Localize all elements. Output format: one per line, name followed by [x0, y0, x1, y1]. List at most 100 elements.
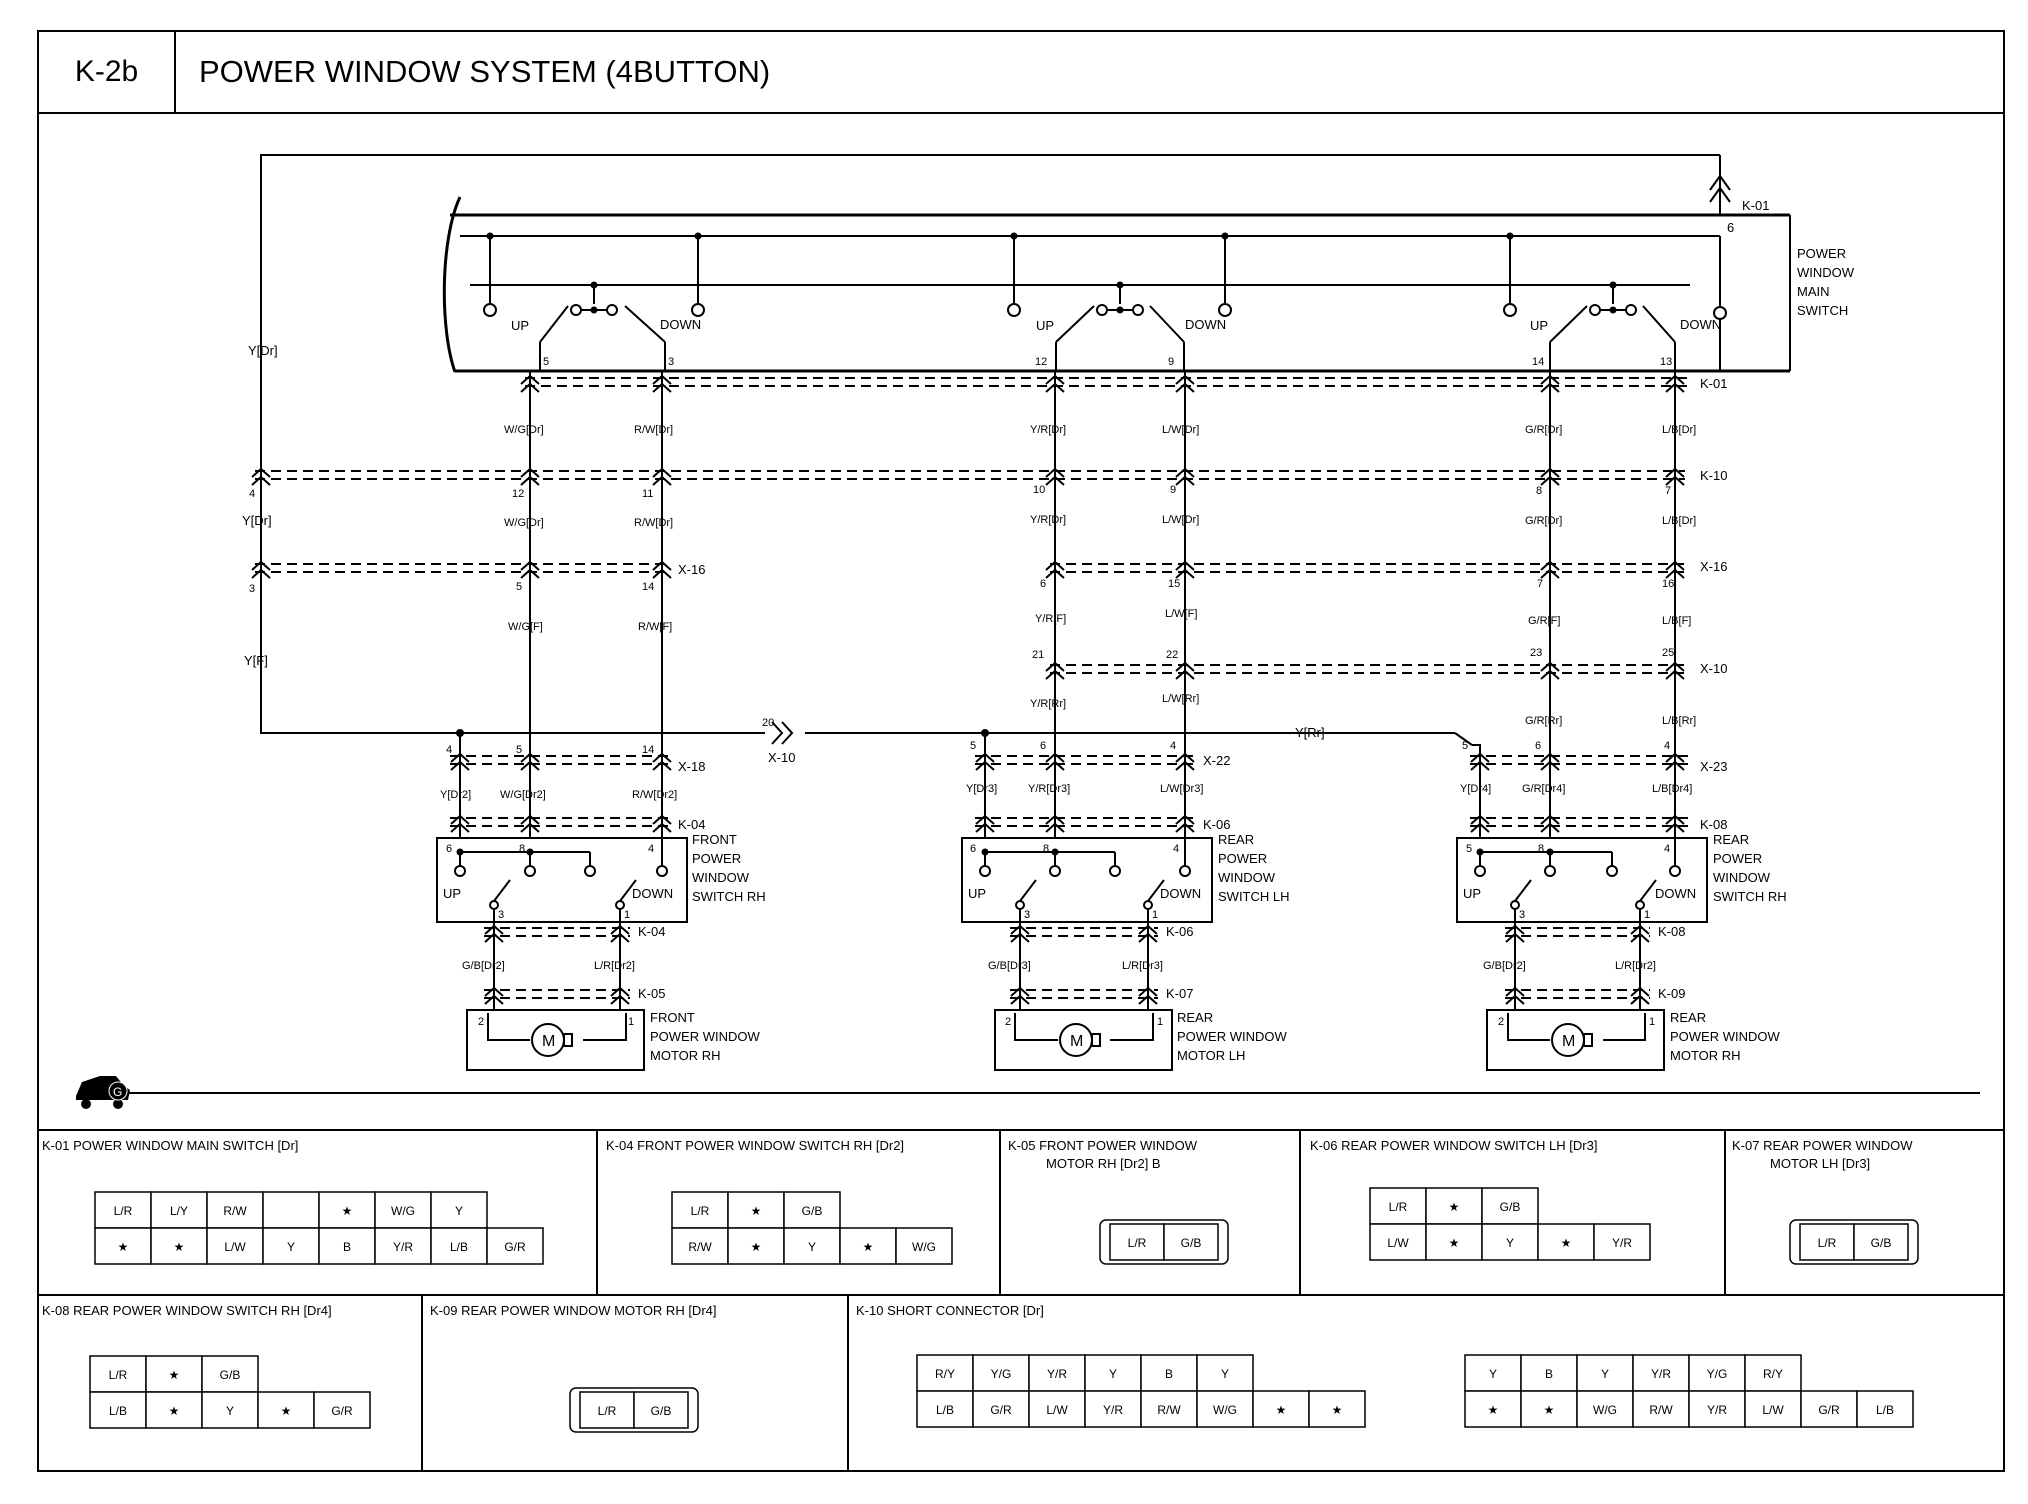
- connector-pin-cell: [94, 1191, 152, 1229]
- conn-label: K-06: [1166, 924, 1193, 939]
- connector-pin-cell: [1853, 1223, 1909, 1261]
- connector-pin-cell: [430, 1191, 488, 1229]
- k04-pin-label: G/B: [802, 1204, 823, 1218]
- connector-pin-cell: [1109, 1223, 1165, 1261]
- connector-pin-cell: [1140, 1390, 1198, 1428]
- wire-label: L/R[Dr3]: [1122, 960, 1163, 972]
- connector-pin-cell: [318, 1227, 376, 1265]
- k10-right-pin-label: Y/R: [1651, 1367, 1671, 1381]
- conn-label: K-04: [638, 924, 665, 939]
- k01-pin-label: Y: [287, 1240, 295, 1254]
- pin-label: 15: [1168, 578, 1180, 590]
- wire-label: Y/R[Dr]: [1030, 514, 1066, 526]
- pin-label: 14: [1532, 356, 1544, 368]
- connector-pin-cell: [783, 1191, 841, 1229]
- pin-label: 9: [1168, 356, 1174, 368]
- connector-pin-cell: [972, 1390, 1030, 1428]
- connector-pin-cell: [1369, 1223, 1427, 1261]
- k08-pin-label: ★: [169, 1404, 180, 1418]
- front-switch-rh-box: [436, 837, 688, 923]
- up-label: UP: [1463, 886, 1481, 901]
- k09-view-title: K-09 REAR POWER WINDOW MOTOR RH [Dr4]: [430, 1303, 717, 1318]
- wire-label: R/W[Dr]: [634, 517, 673, 529]
- k06-pin-label: Y/R: [1612, 1236, 1632, 1250]
- conn-label: X-16: [678, 562, 705, 577]
- connector-pin-cell: [262, 1227, 320, 1265]
- k10-left-pin-label: Y: [1221, 1367, 1229, 1381]
- wire-label: G/R[Dr]: [1525, 515, 1562, 527]
- connector-pin-cell: [1425, 1223, 1483, 1261]
- up-label: UP: [968, 886, 986, 901]
- pin-label: 6: [446, 843, 452, 855]
- switch-name-1: REAR: [1218, 832, 1254, 847]
- connector-pin-cell: [633, 1391, 689, 1429]
- connector-pin-cell: [374, 1227, 432, 1265]
- wire-label: L/W[Dr]: [1162, 514, 1199, 526]
- k07-pin-label: G/B: [1871, 1236, 1892, 1250]
- k08-view-title: K-08 REAR POWER WINDOW SWITCH RH [Dr4]: [42, 1303, 332, 1318]
- conn-label: K-05: [638, 986, 665, 1001]
- pin-label: 7: [1665, 485, 1671, 497]
- connector-pin-cell: [1481, 1187, 1539, 1225]
- rear-motor-lh-box: [994, 1009, 1173, 1071]
- wire-label: Y[Dr4]: [1460, 783, 1491, 795]
- wire-label: R/W[Dr]: [634, 424, 673, 436]
- k08-pin-label: L/B: [109, 1404, 127, 1418]
- switch-outline-curve: [442, 196, 462, 373]
- pin-label: 7: [1537, 578, 1543, 590]
- pin-label: 3: [668, 356, 674, 368]
- conn-label: X-16: [1700, 559, 1727, 574]
- front-motor-rh-box: [466, 1009, 645, 1071]
- pin-label: 14: [642, 744, 654, 756]
- motor-symbol: M: [1562, 1033, 1575, 1050]
- pin-label: 1: [1644, 909, 1650, 921]
- k10-right-pin-label: Y: [1489, 1367, 1497, 1381]
- pin-label: 1: [1649, 1016, 1655, 1028]
- pin-label: 11: [642, 488, 653, 500]
- k10-left-pin-label: Y/R: [1103, 1403, 1123, 1417]
- motor-name-3: MOTOR LH: [1177, 1048, 1245, 1063]
- k08-pin-label: L/R: [109, 1368, 128, 1382]
- k08-pin-label: ★: [169, 1368, 180, 1382]
- conn-label: X-10: [1700, 661, 1727, 676]
- connector-pin-cell: [1369, 1187, 1427, 1225]
- pin-label: 4: [1173, 843, 1179, 855]
- wire-label: L/W[Dr3]: [1160, 783, 1203, 795]
- sub-circuit-rear-rh: 5 6 4 X-23 Y[Dr4] G/R[Dr4] L/B[Dr4] K-08…: [1456, 740, 1787, 1071]
- connector-pin-cell: [1196, 1354, 1254, 1392]
- rear-motor-rh-box: [1486, 1009, 1665, 1071]
- pin-label: 5: [516, 581, 522, 593]
- connector-pin-cell: [727, 1191, 785, 1229]
- connector-pin-cell: [430, 1227, 488, 1265]
- ground-line: G: [76, 1076, 1980, 1109]
- pin-label: 8: [1043, 843, 1049, 855]
- k10-left-pin-label: B: [1165, 1367, 1173, 1381]
- pin-label: 1: [624, 909, 630, 921]
- k01-pin-label: L/B: [450, 1240, 468, 1254]
- k07-view-title-1: K-07 REAR POWER WINDOW: [1732, 1138, 1913, 1153]
- rear-switch-rh-box: [1456, 837, 1708, 923]
- down-label: DOWN: [660, 317, 701, 332]
- wire-label: L/W[F]: [1165, 608, 1197, 620]
- switch-name-1: REAR: [1713, 832, 1749, 847]
- connector-pin-cell: [895, 1227, 953, 1265]
- k10-left-pin-label: G/R: [990, 1403, 1012, 1417]
- pin-label: 4: [1664, 740, 1670, 752]
- pin-label: 6: [1040, 578, 1046, 590]
- motor-name-3: MOTOR RH: [1670, 1048, 1741, 1063]
- conn-label: K-10: [1700, 468, 1727, 483]
- k10-right-pin-label: Y: [1601, 1367, 1609, 1381]
- pin-label: 25: [1662, 647, 1674, 659]
- pin-label: 12: [512, 488, 524, 500]
- k01-pin-label: Y/R: [393, 1240, 413, 1254]
- conn-label: K-01: [1700, 376, 1727, 391]
- connector-bands: K-01 K-10 X-16 X-16 X-10: [255, 376, 1727, 676]
- k01-pin-label: W/G: [391, 1204, 415, 1218]
- wire-label: W/G[Dr]: [504, 424, 544, 436]
- wire-label: G/B[Dr3]: [988, 960, 1031, 972]
- motor-name-2: POWER WINDOW: [650, 1029, 760, 1044]
- connector-pin-cell: [257, 1391, 315, 1429]
- up-label: UP: [443, 886, 461, 901]
- k01-pin-label: L/Y: [170, 1204, 188, 1218]
- k09-pin-label: L/R: [598, 1404, 617, 1418]
